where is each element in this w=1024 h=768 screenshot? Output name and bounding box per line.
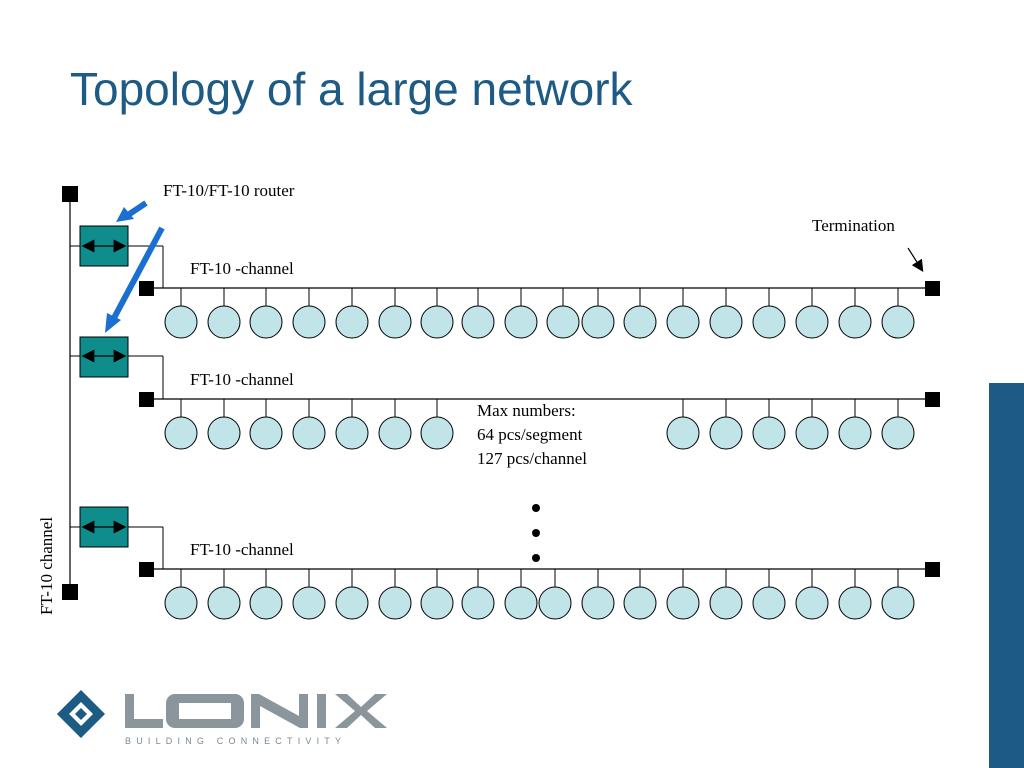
device-node	[249, 586, 283, 620]
channel-1-nodes	[164, 288, 915, 339]
channel-3-nodes	[164, 569, 915, 620]
channel-1-label: FT-10 -channel	[190, 259, 294, 278]
device-node	[335, 305, 369, 339]
device-node	[538, 586, 572, 620]
device-node	[249, 305, 283, 339]
device-node	[504, 586, 538, 620]
backbone-termination-top	[62, 186, 78, 202]
lonix-tagline: BUILDING CONNECTIVITY	[125, 736, 346, 746]
device-node	[378, 586, 412, 620]
device-node	[795, 586, 829, 620]
device-node	[420, 416, 454, 450]
device-node	[581, 586, 615, 620]
device-node	[292, 416, 326, 450]
router-1	[70, 225, 164, 288]
termination-label: Termination	[812, 216, 895, 235]
device-node	[838, 416, 872, 450]
lonix-diamond-icon	[57, 690, 105, 738]
router-3	[70, 506, 164, 569]
device-node	[249, 416, 283, 450]
device-node	[838, 586, 872, 620]
device-node	[581, 305, 615, 339]
backbone-label: FT-10 channel	[37, 517, 56, 615]
ellipsis-dot	[532, 554, 540, 562]
device-node	[709, 416, 743, 450]
channel-3-label: FT-10 -channel	[190, 540, 294, 559]
device-node	[881, 305, 915, 339]
device-node	[335, 586, 369, 620]
device-node	[378, 416, 412, 450]
device-node	[546, 305, 580, 339]
device-node	[378, 305, 412, 339]
channel-3-bus	[139, 562, 940, 620]
device-node	[207, 305, 241, 339]
router-pointer-arrow-icon	[116, 200, 148, 222]
lonix-wordmark	[125, 694, 387, 728]
device-node	[420, 305, 454, 339]
device-node	[461, 586, 495, 620]
channel-1-bus	[139, 281, 940, 339]
device-node	[838, 305, 872, 339]
device-node	[752, 416, 786, 450]
device-node	[164, 586, 198, 620]
device-node	[666, 416, 700, 450]
router-pointer-arrow-long-icon	[105, 226, 165, 333]
router-label: FT-10/FT-10 router	[163, 181, 295, 200]
ellipsis-dot	[532, 504, 540, 512]
device-node	[623, 586, 657, 620]
device-node	[709, 305, 743, 339]
device-node	[623, 305, 657, 339]
lonix-logo: LONIX BUILDING CONNECTIVITY BUILDING CON…	[57, 690, 387, 746]
ellipsis-dot	[532, 529, 540, 537]
device-node	[752, 586, 786, 620]
max-numbers-line1: Max numbers:	[477, 401, 576, 420]
device-node	[207, 586, 241, 620]
device-node	[752, 305, 786, 339]
device-node	[881, 586, 915, 620]
device-node	[461, 305, 495, 339]
slide-title: Topology of a large network	[70, 63, 633, 115]
device-node	[164, 416, 198, 450]
max-numbers-line2: 64 pcs/segment	[477, 425, 583, 444]
device-node	[164, 305, 198, 339]
max-numbers-line3: 127 pcs/channel	[477, 449, 587, 468]
channel-2-nodes	[164, 399, 915, 450]
device-node	[207, 416, 241, 450]
device-node	[504, 305, 538, 339]
side-accent-bar	[989, 383, 1024, 768]
router-2	[70, 336, 164, 399]
channel-2-label: FT-10 -channel	[190, 370, 294, 389]
device-node	[709, 586, 743, 620]
device-node	[292, 305, 326, 339]
backbone-termination-bottom	[62, 584, 78, 600]
device-node	[292, 586, 326, 620]
device-node	[666, 305, 700, 339]
device-node	[335, 416, 369, 450]
channel-2-bus	[139, 392, 940, 450]
device-node	[420, 586, 454, 620]
device-node	[795, 416, 829, 450]
device-node	[881, 416, 915, 450]
device-node	[795, 305, 829, 339]
termination-pointer	[907, 247, 924, 273]
device-node	[666, 586, 700, 620]
